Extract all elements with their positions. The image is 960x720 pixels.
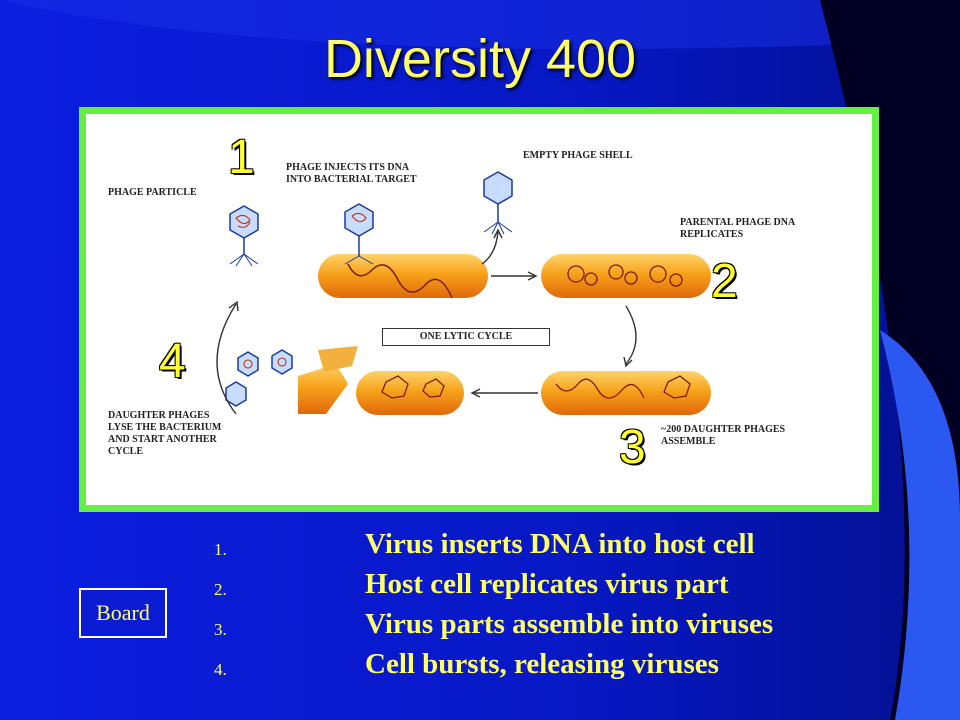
lytic-cycle-diagram: PHAGE PARTICLE PHAGE INJECTS ITS DNA INT… [86, 114, 872, 505]
bacterium-assembling [541, 371, 711, 415]
bacterium-infected [318, 254, 488, 298]
cell-fragment [298, 364, 348, 414]
answer-text: Virus inserts DNA into host cell [365, 528, 755, 560]
diagram-frame: PHAGE PARTICLE PHAGE INJECTS ITS DNA INT… [79, 107, 879, 512]
slide-title: Diversity 400 [323, 29, 637, 89]
label-one-lytic-cycle: ONE LYTIC CYCLE [382, 328, 550, 346]
step-number-2: 2 [711, 255, 738, 308]
answer-text: Host cell replicates virus part [365, 568, 729, 600]
answer-item: 2. Host cell replicates virus part [214, 568, 914, 608]
bacterium-bursting [356, 371, 464, 415]
step-number-4: 4 [159, 335, 186, 388]
answer-list: 1. Virus inserts DNA into host cell 2. H… [214, 528, 914, 688]
answer-number: 3. [214, 620, 227, 639]
label-phage-particle: PHAGE PARTICLE [108, 187, 197, 198]
label-daughter-lyse: DAUGHTER PHAGES LYSE THE BACTERIUM AND S… [108, 410, 222, 457]
answer-item: 1. Virus inserts DNA into host cell [214, 528, 914, 568]
answer-item: 3. Virus parts assemble into viruses [214, 608, 914, 648]
label-parental-dna: PARENTAL PHAGE DNA REPLICATES [680, 217, 796, 240]
answer-text: Cell bursts, releasing viruses [365, 648, 719, 680]
label-daughter-assemble: ~200 DAUGHTER PHAGES ASSEMBLE [661, 424, 786, 447]
empty-phage-shell-icon [483, 171, 513, 205]
phage-particle-icon [229, 205, 259, 239]
label-phage-injects: PHAGE INJECTS ITS DNA INTO BACTERIAL TAR… [286, 162, 417, 185]
answer-item: 4. Cell bursts, releasing viruses [214, 648, 914, 688]
lytic-cycle-illustration [216, 171, 711, 415]
answer-number: 2. [214, 580, 227, 599]
answer-number: 1. [214, 540, 227, 559]
label-empty-shell: EMPTY PHAGE SHELL [523, 150, 633, 161]
board-button[interactable]: Board [79, 588, 167, 638]
answer-number: 4. [214, 660, 227, 679]
answer-text: Virus parts assemble into viruses [365, 608, 774, 640]
step-number-1: 1 [228, 131, 255, 184]
cell-fragment [318, 346, 358, 372]
step-number-3: 3 [619, 421, 646, 474]
